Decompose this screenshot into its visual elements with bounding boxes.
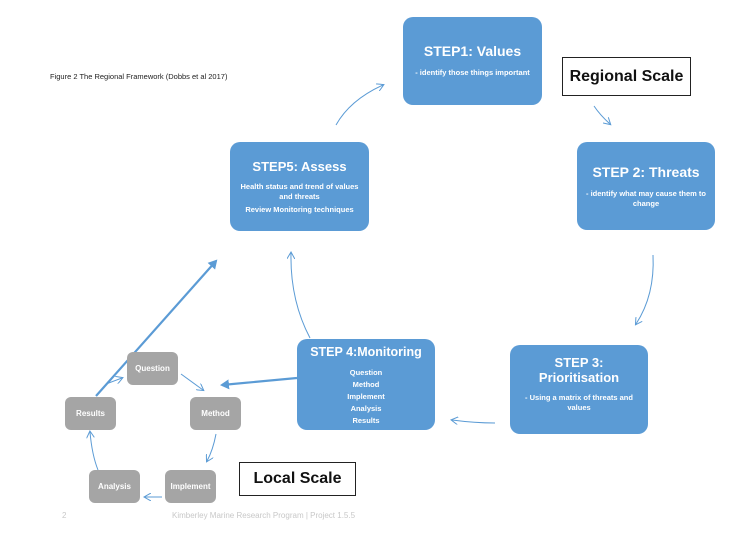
page-number: 2 <box>62 511 67 520</box>
arrow-results-to-assess <box>95 259 218 397</box>
arrow-question-to-method <box>180 373 203 390</box>
step5-desc: Health status and trend of values and th… <box>240 182 359 201</box>
step4-item-method: Method <box>352 380 380 389</box>
step1-values-box: STEP1: Values - identify those things im… <box>403 17 542 105</box>
arrow-monitoring-to-local <box>220 376 298 390</box>
step5-title: STEP5: Assess <box>252 159 347 174</box>
step4-item-question: Question <box>349 368 383 377</box>
step3-prioritisation-box: STEP 3: Prioritisation - Using a matrix … <box>510 345 648 434</box>
arrow-method-to-implement <box>207 433 217 461</box>
step2-threats-box: STEP 2: Threats - identify what may caus… <box>577 142 715 230</box>
local-method-box: Method <box>190 397 241 430</box>
step3-title-line1: STEP 3: <box>554 355 604 370</box>
local-question-box: Question <box>127 352 178 385</box>
local-analysis-box: Analysis <box>89 470 140 503</box>
footer-text: Kimberley Marine Research Program | Proj… <box>172 511 356 520</box>
step4-monitoring-box: STEP 4:Monitoring Question Method Implem… <box>297 339 435 430</box>
arrow-step1-to-step2 <box>593 105 610 124</box>
arrow-step5-to-step1 <box>335 85 383 126</box>
local-scale-label: Local Scale <box>239 462 356 496</box>
arrow-step2-to-step3 <box>636 254 654 324</box>
step3-title-line2: Prioritisation <box>538 370 620 385</box>
arrow-step3-to-step4 <box>452 420 496 423</box>
step4-title: STEP 4:Monitoring <box>310 345 422 359</box>
step3-desc: - Using a matrix of threats and values <box>525 393 633 412</box>
step4-item-analysis: Analysis <box>350 404 382 413</box>
arrow-step4-to-step5 <box>291 253 311 339</box>
step1-title: STEP1: Values <box>423 43 522 59</box>
step2-desc: - identify what may cause them to change <box>585 189 707 208</box>
step1-desc: - identify those things important <box>415 68 530 77</box>
figure-caption: Figure 2 The Regional Framework (Dobbs e… <box>50 72 228 81</box>
step5-assess-box: STEP5: Assess Health status and trend of… <box>230 142 369 231</box>
regional-scale-label: Regional Scale <box>562 57 691 96</box>
local-implement-box: Implement <box>165 470 216 503</box>
step4-item-results: Results <box>352 416 380 425</box>
arrow-analysis-to-results <box>90 432 99 471</box>
arrow-results-to-question <box>105 378 122 385</box>
step2-title: STEP 2: Threats <box>592 164 700 180</box>
step4-item-implement: Implement <box>347 392 385 401</box>
local-results-box: Results <box>65 397 116 430</box>
step5-desc2: Review Monitoring techniques <box>245 204 354 214</box>
